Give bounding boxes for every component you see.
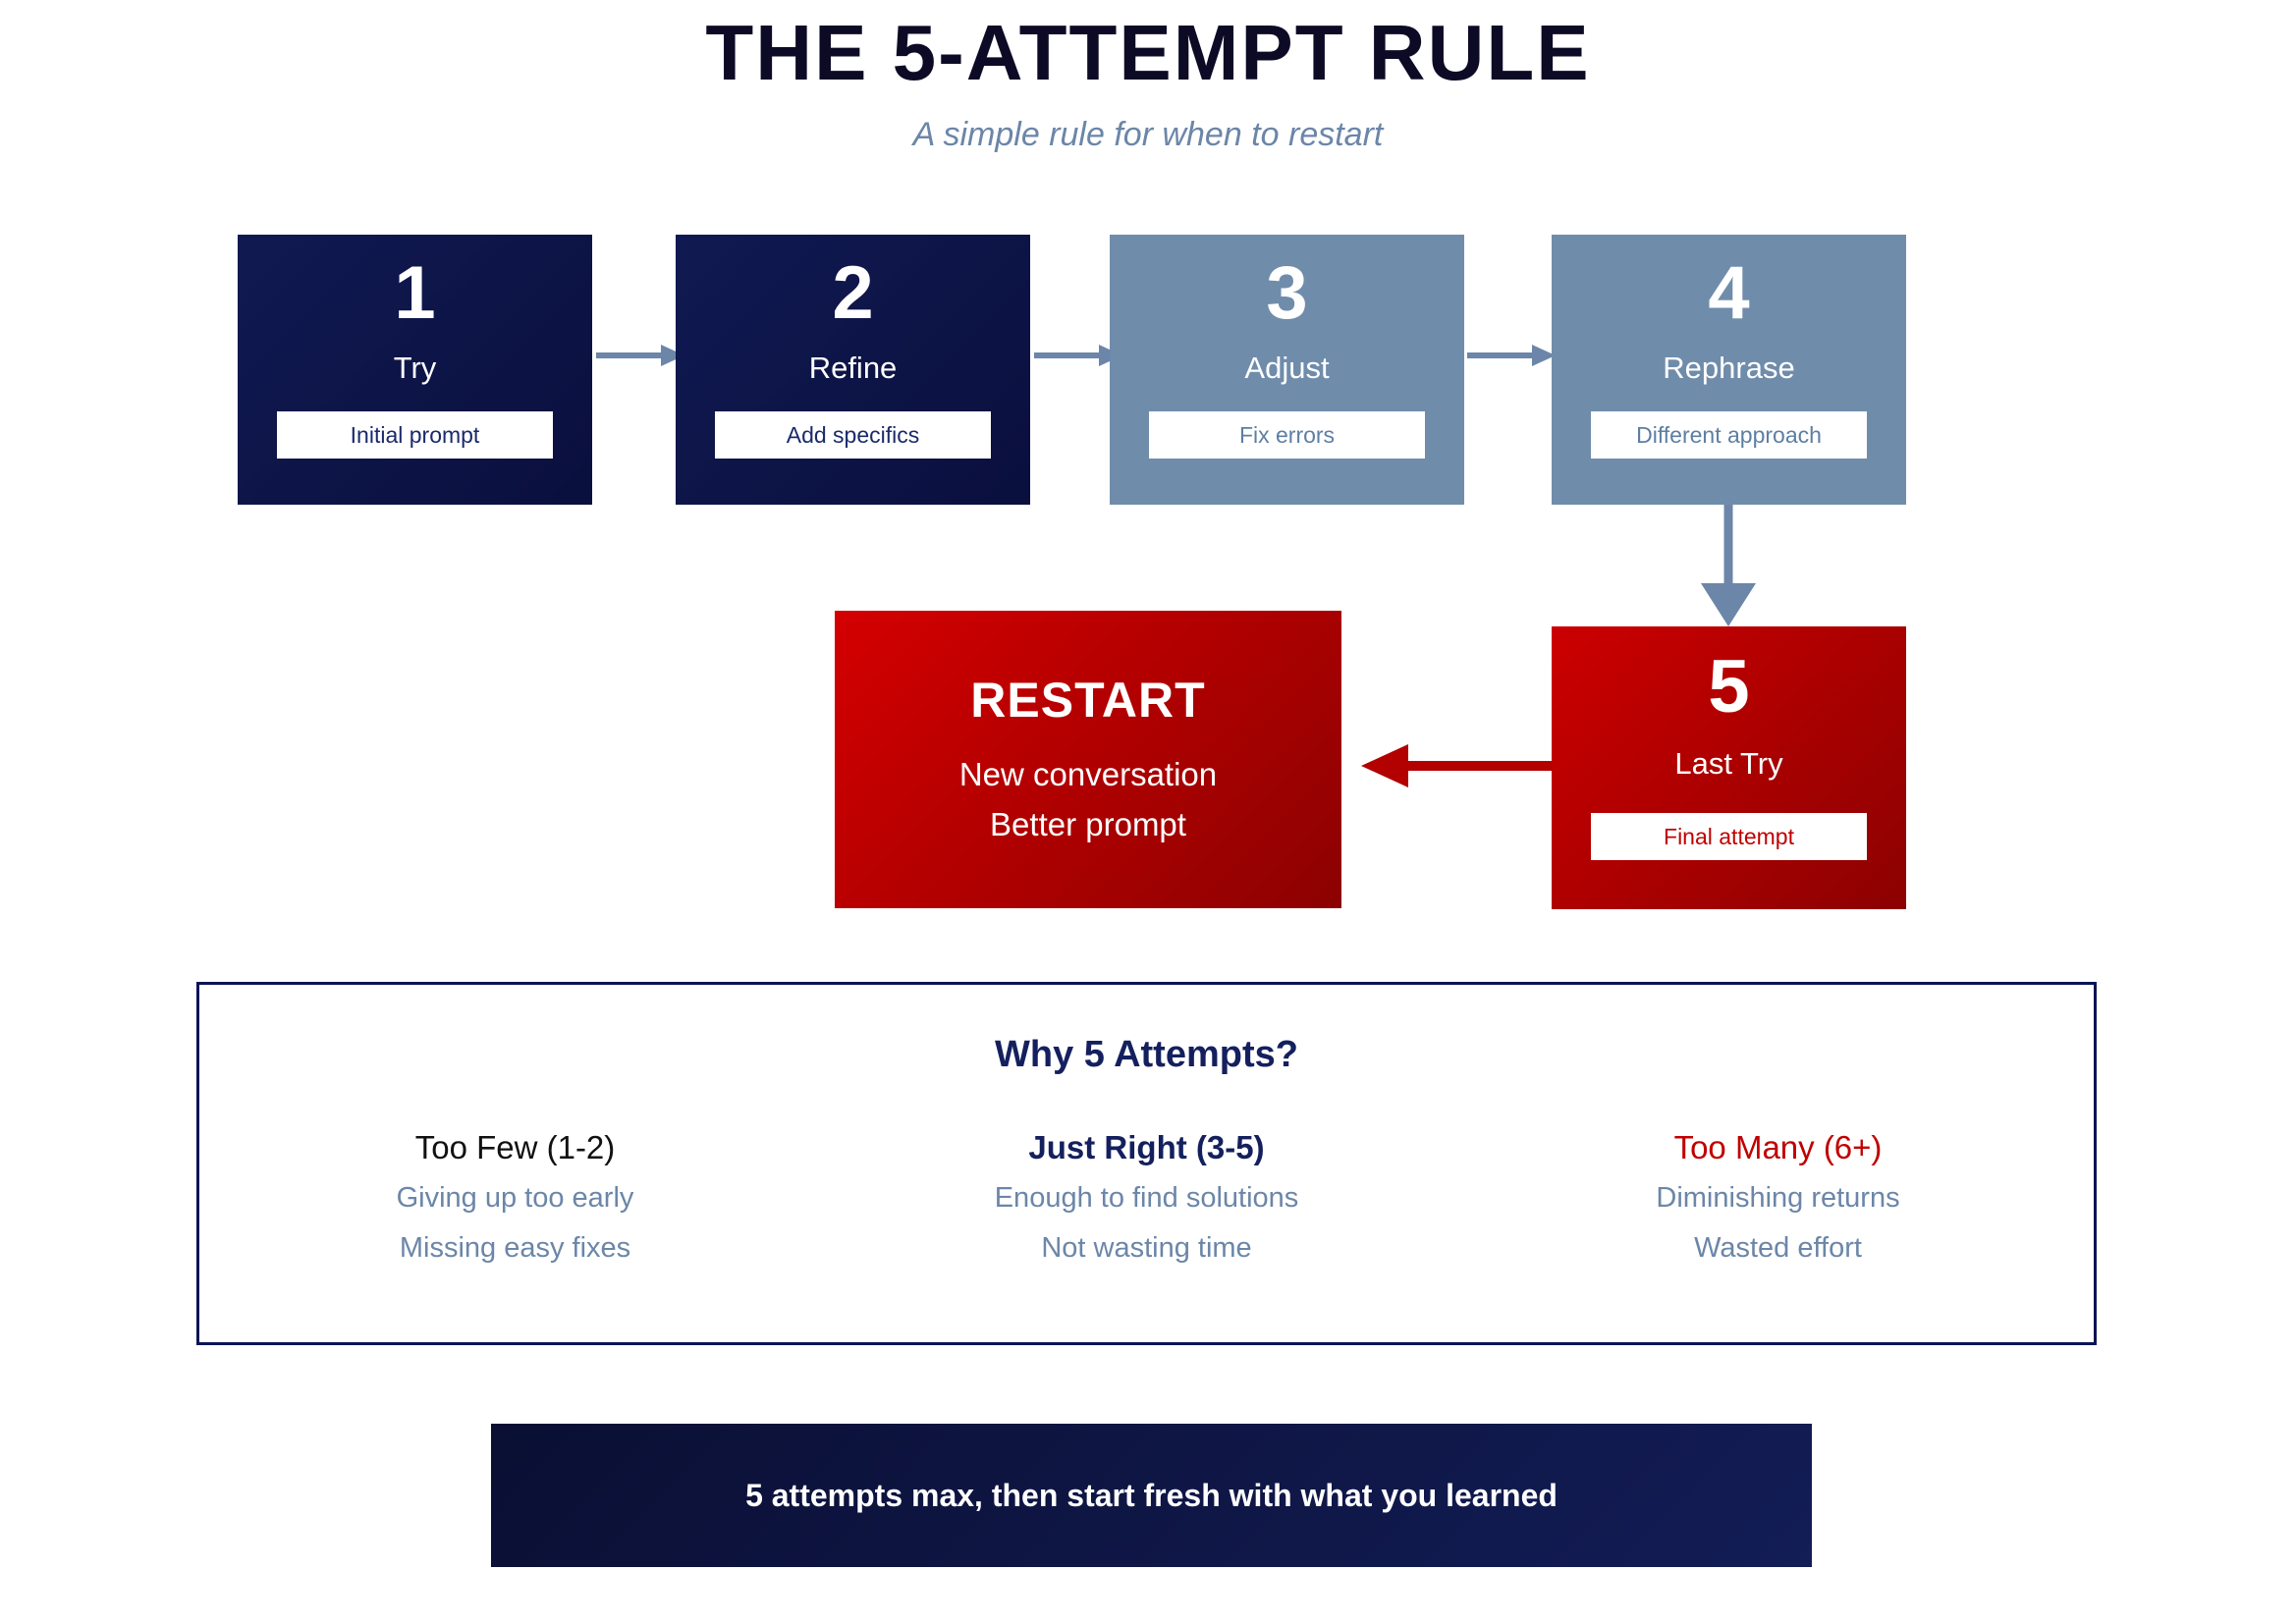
arrow-right-icon-3 [1467,341,1556,370]
step-label-5: Last Try [1674,746,1783,781]
why-column-too-many: Too Many (6+) Diminishing returns Wasted… [1462,1122,2094,1273]
why-panel: Why 5 Attempts? Too Few (1-2) Giving up … [196,982,2097,1345]
why-column-head-too-few: Too Few (1-2) [414,1129,616,1165]
why-column-sub-too-few-1: Giving up too early [396,1182,634,1214]
step-label-2: Refine [808,351,898,385]
arrow-right-icon-1 [596,341,684,370]
page-subtitle: A simple rule for when to restart [912,116,1384,153]
step-number-5: 5 [1708,645,1750,729]
why-column-just-right: Just Right (3-5) Enough to find solution… [831,1122,1462,1273]
why-panel-columns: Too Few (1-2) Giving up too early Missin… [199,1122,2094,1273]
why-column-sub-too-many-2: Wasted effort [1694,1232,1862,1264]
arrow-down-icon [1685,505,1772,626]
step-chip-5: Final attempt [1591,813,1867,860]
why-panel-title: Why 5 Attempts? [995,1034,1298,1075]
summary-banner: 5 attempts max, then start fresh with wh… [491,1424,1812,1567]
step-chip-3: Fix errors [1149,411,1425,459]
step-label-4: Rephrase [1663,351,1795,385]
restart-title: RESTART [970,673,1206,728]
step-chip-2: Add specifics [715,411,991,459]
step-label-3: Adjust [1244,351,1330,385]
step-number-2: 2 [832,251,874,335]
step-number-4: 4 [1708,251,1750,335]
restart-line-2: Better prompt [990,806,1186,842]
step-label-1: Try [393,351,437,385]
step-card-4[interactable]: 4 Rephrase Different approach [1552,235,1906,505]
step-card-2[interactable]: 2 Refine Add specifics [676,235,1030,505]
why-column-head-too-many: Too Many (6+) [1673,1129,1883,1165]
why-column-sub-too-few-2: Missing easy fixes [399,1232,631,1264]
why-column-head-just-right: Just Right (3-5) [1028,1129,1265,1165]
why-column-sub-too-many-1: Diminishing returns [1656,1182,1900,1214]
page-title: THE 5-ATTEMPT RULE [705,9,1591,96]
step-chip-4: Different approach [1591,411,1867,459]
step-number-3: 3 [1266,251,1308,335]
why-column-sub-just-right-1: Enough to find solutions [994,1182,1299,1214]
step-card-3[interactable]: 3 Adjust Fix errors [1110,235,1464,505]
step-card-5[interactable]: 5 Last Try Final attempt [1552,626,1906,909]
why-column-sub-just-right-2: Not wasting time [1041,1232,1252,1264]
restart-card[interactable]: RESTART New conversation Better prompt [835,611,1341,908]
restart-line-1: New conversation [958,756,1218,792]
why-column-too-few: Too Few (1-2) Giving up too early Missin… [199,1122,831,1273]
summary-banner-text: 5 attempts max, then start fresh with wh… [745,1477,1558,1513]
arrow-left-icon-restart [1361,742,1558,789]
step-number-1: 1 [394,251,436,335]
step-card-1[interactable]: 1 Try Initial prompt [238,235,592,505]
step-chip-1: Initial prompt [277,411,553,459]
